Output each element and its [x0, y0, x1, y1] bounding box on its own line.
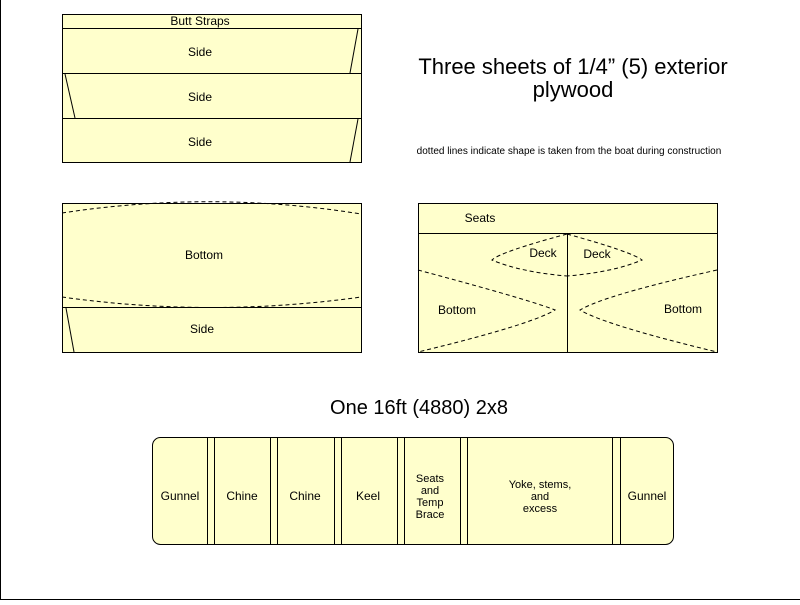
butt-straps-label: Butt Straps: [170, 14, 229, 28]
lumber-piece-label: Keel: [356, 489, 380, 503]
sheet-2-outline: [62, 203, 362, 353]
bottom-right-outline: [579, 269, 718, 353]
side-label: Side: [188, 45, 212, 59]
bottom-top-curve: [61, 201, 362, 215]
lumber-piece-label: and: [421, 485, 439, 497]
lumber-piece-label: Chine: [289, 489, 321, 503]
side-1-cut-line: [349, 28, 359, 74]
lumber-piece-label: excess: [523, 503, 558, 515]
lumber-piece-label: Chine: [226, 489, 258, 503]
plywood-sheet-1: Butt Straps Side Side Side: [62, 14, 362, 163]
side-label: Side: [188, 135, 212, 149]
seats-label: Seats: [465, 211, 496, 225]
side-label: Side: [190, 322, 214, 336]
deck-left-outline: [491, 233, 568, 277]
side-cut-line: [65, 307, 75, 353]
board-outline: [152, 437, 674, 545]
plywood-sheet-3: Seats Deck Deck Bottom Bottom: [417, 203, 718, 353]
lumber-piece-label: Brace: [416, 509, 445, 521]
lumber-piece-label: Temp: [417, 497, 444, 509]
deck-label: Deck: [583, 247, 611, 261]
bottom-lower-curve: [61, 296, 362, 308]
side-label: Side: [188, 90, 212, 104]
bottom-label: Bottom: [664, 302, 702, 316]
lumber-title: One 16ft (4880) 2x8: [330, 397, 508, 419]
lumber-piece-label: Gunnel: [628, 489, 667, 503]
lumber-piece-label: Gunnel: [161, 489, 200, 503]
plywood-sheet-2: Bottom Side: [61, 201, 362, 353]
plywood-title-line-2: plywood: [533, 77, 614, 102]
plywood-title-line-1: Three sheets of 1/4” (5) exterior: [418, 54, 727, 79]
deck-label: Deck: [529, 246, 557, 260]
lumber-piece-label: Seats: [416, 473, 445, 485]
bottom-label: Bottom: [438, 303, 476, 317]
sheet-1-outline: [62, 14, 362, 163]
lumber-piece-label: Yoke, stems,: [509, 479, 572, 491]
dotted-lines-note: dotted lines indicate shape is taken fro…: [417, 146, 722, 157]
side-3-cut-line: [349, 118, 359, 163]
lumber-piece-label: and: [531, 491, 549, 503]
side-2-cut-line: [64, 73, 76, 119]
bottom-label: Bottom: [185, 248, 223, 262]
bottom-left-outline: [417, 269, 557, 353]
deck-right-outline: [566, 233, 643, 277]
